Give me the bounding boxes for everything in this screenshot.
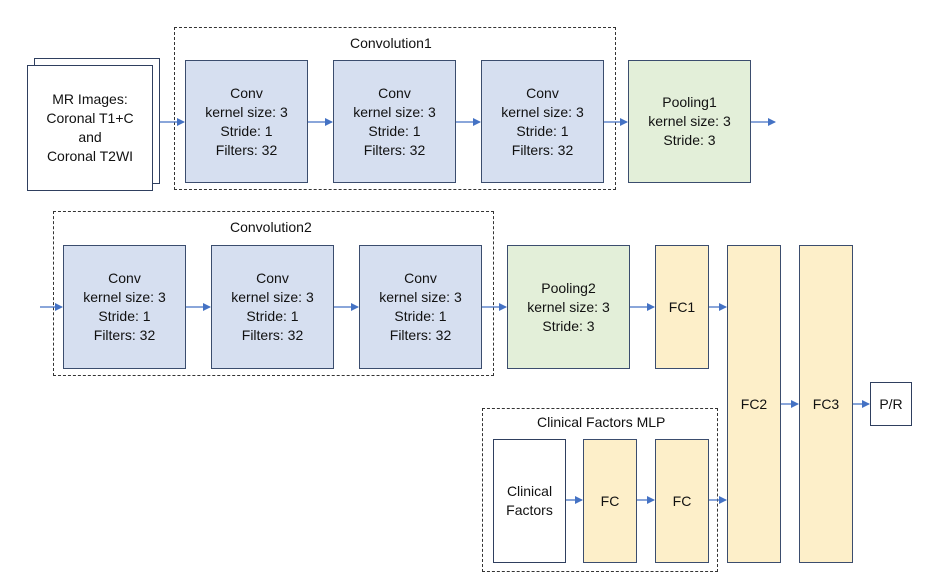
conv1-block-3: Conv kernel size: 3 Stride: 1 Filters: 3… — [481, 60, 604, 183]
convolution1-group — [174, 27, 616, 190]
clinical-fc-b-block: FC — [655, 439, 709, 563]
output-label: P/R — [879, 395, 903, 412]
kernel-size: kernel size: 3 — [353, 103, 436, 120]
block-title: Conv — [404, 270, 437, 286]
convolution1-label: Convolution1 — [350, 35, 432, 51]
block-title: Conv — [108, 270, 141, 286]
stride: Stride: 1 — [220, 122, 273, 139]
filters: Filters: 32 — [241, 327, 304, 343]
kernel-size: kernel size: 3 — [231, 289, 314, 305]
fc2-block: FC2 — [727, 245, 781, 563]
block-title: FC — [600, 492, 620, 509]
stride: Stride: 1 — [98, 308, 151, 324]
conv2-block-1: Conv kernel size: 3 Stride: 1 Filters: 3… — [63, 245, 186, 369]
input-line: Clinical — [506, 483, 553, 499]
mr-images-input-box: MR Images: Coronal T1+C and Coronal T2WI — [27, 65, 153, 191]
input-line: Coronal T2WI — [46, 148, 134, 164]
conv1-block-2: Conv kernel size: 3 Stride: 1 Filters: 3… — [333, 60, 456, 183]
input-line: MR Images: — [52, 91, 128, 107]
fc3-block: FC3 — [799, 245, 853, 563]
block-title: Conv — [230, 84, 263, 101]
filters: Filters: 32 — [389, 327, 452, 343]
clinical-fc-a-block: FC — [583, 439, 637, 563]
input-line: and — [78, 129, 102, 145]
filters: Filters: 32 — [215, 141, 278, 158]
pooling1-block: Pooling1 kernel size: 3 Stride: 3 — [628, 60, 751, 183]
kernel-size: kernel size: 3 — [205, 103, 288, 120]
block-title: Conv — [526, 84, 559, 101]
block-title: FC — [672, 492, 692, 509]
input-line: Coronal T1+C — [46, 110, 134, 126]
stride: Stride: 3 — [542, 317, 595, 334]
convolution2-label: Convolution2 — [230, 219, 312, 235]
block-title: FC2 — [740, 395, 768, 412]
block-title: Pooling1 — [662, 94, 717, 110]
stride: Stride: 1 — [394, 308, 447, 324]
fc1-block: FC1 — [655, 245, 709, 369]
block-title: FC1 — [668, 298, 696, 315]
filters: Filters: 32 — [93, 327, 156, 343]
kernel-size: kernel size: 3 — [379, 289, 462, 305]
block-title: Conv — [378, 84, 411, 101]
input-line: Factors — [506, 502, 553, 518]
stride: Stride: 3 — [663, 132, 716, 148]
kernel-size: kernel size: 3 — [648, 113, 731, 129]
clinical-mlp-label: Clinical Factors MLP — [537, 414, 666, 430]
output-box: P/R — [870, 382, 912, 426]
kernel-size: kernel size: 3 — [527, 298, 610, 315]
kernel-size: kernel size: 3 — [501, 103, 584, 120]
conv1-block-1: Conv kernel size: 3 Stride: 1 Filters: 3… — [185, 60, 308, 183]
block-title: FC3 — [812, 395, 840, 412]
stride: Stride: 1 — [246, 308, 299, 324]
block-title: Pooling2 — [541, 279, 596, 296]
filters: Filters: 32 — [363, 141, 426, 158]
stride: Stride: 1 — [516, 122, 569, 139]
conv2-block-3: Conv kernel size: 3 Stride: 1 Filters: 3… — [359, 245, 482, 369]
filters: Filters: 32 — [511, 141, 574, 158]
kernel-size: kernel size: 3 — [83, 289, 166, 305]
stride: Stride: 1 — [368, 122, 421, 139]
convolution2-group — [53, 211, 494, 376]
block-title: Conv — [256, 270, 289, 286]
clinical-mlp-group — [482, 408, 718, 572]
clinical-factors-box: Clinical Factors — [493, 439, 566, 563]
conv2-block-2: Conv kernel size: 3 Stride: 1 Filters: 3… — [211, 245, 334, 369]
pooling2-block: Pooling2 kernel size: 3 Stride: 3 — [507, 245, 630, 369]
